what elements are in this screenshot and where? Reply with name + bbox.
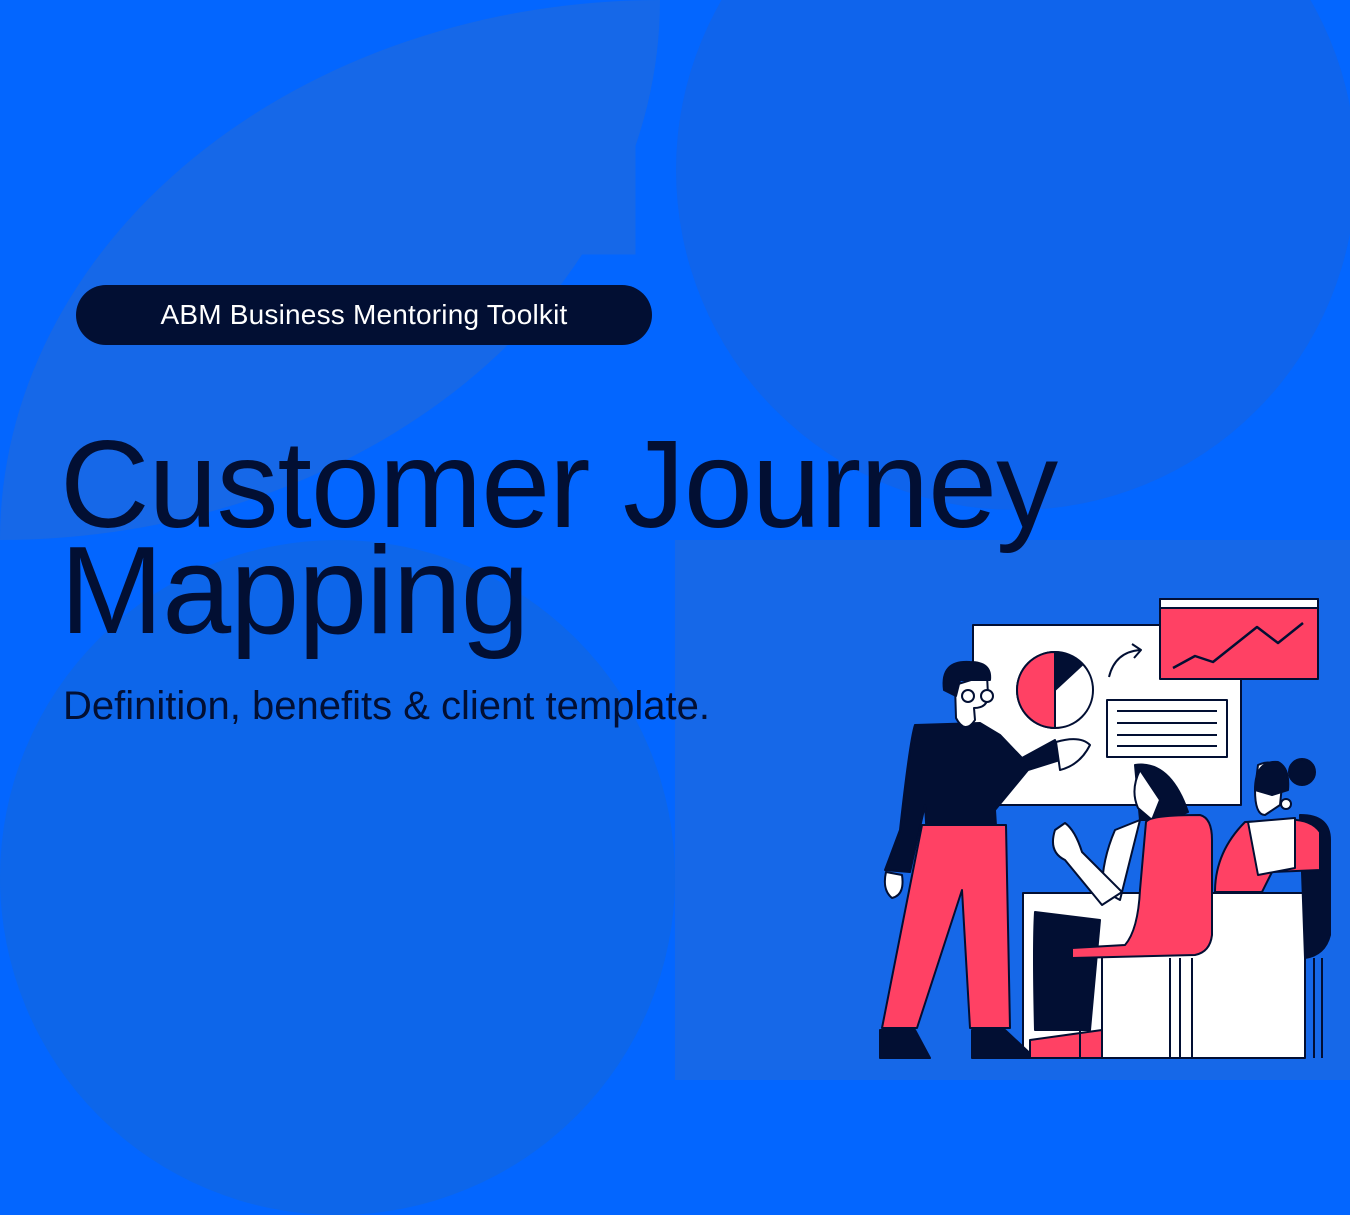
page-title: Customer Journey Mapping [60, 416, 1058, 660]
arrow-icon [1108, 649, 1141, 678]
seated-woman-figure [1029, 763, 1213, 1059]
subtitle: Definition, benefits & client template. [63, 684, 711, 728]
seated-woman-2-figure [1214, 758, 1331, 1058]
presenter-figure [879, 660, 1091, 1059]
title-line-2: Mapping [60, 522, 530, 660]
toolkit-badge: ABM Business Mentoring Toolkit [76, 285, 652, 345]
title-line-1: Customer Journey [60, 416, 1058, 554]
toolkit-badge-label: ABM Business Mentoring Toolkit [160, 299, 568, 330]
pie-chart-icon [1016, 651, 1094, 729]
presentation-meeting-illustration [879, 598, 1331, 1059]
text-card-icon [1106, 699, 1228, 758]
line-chart-window-icon [1159, 598, 1319, 680]
